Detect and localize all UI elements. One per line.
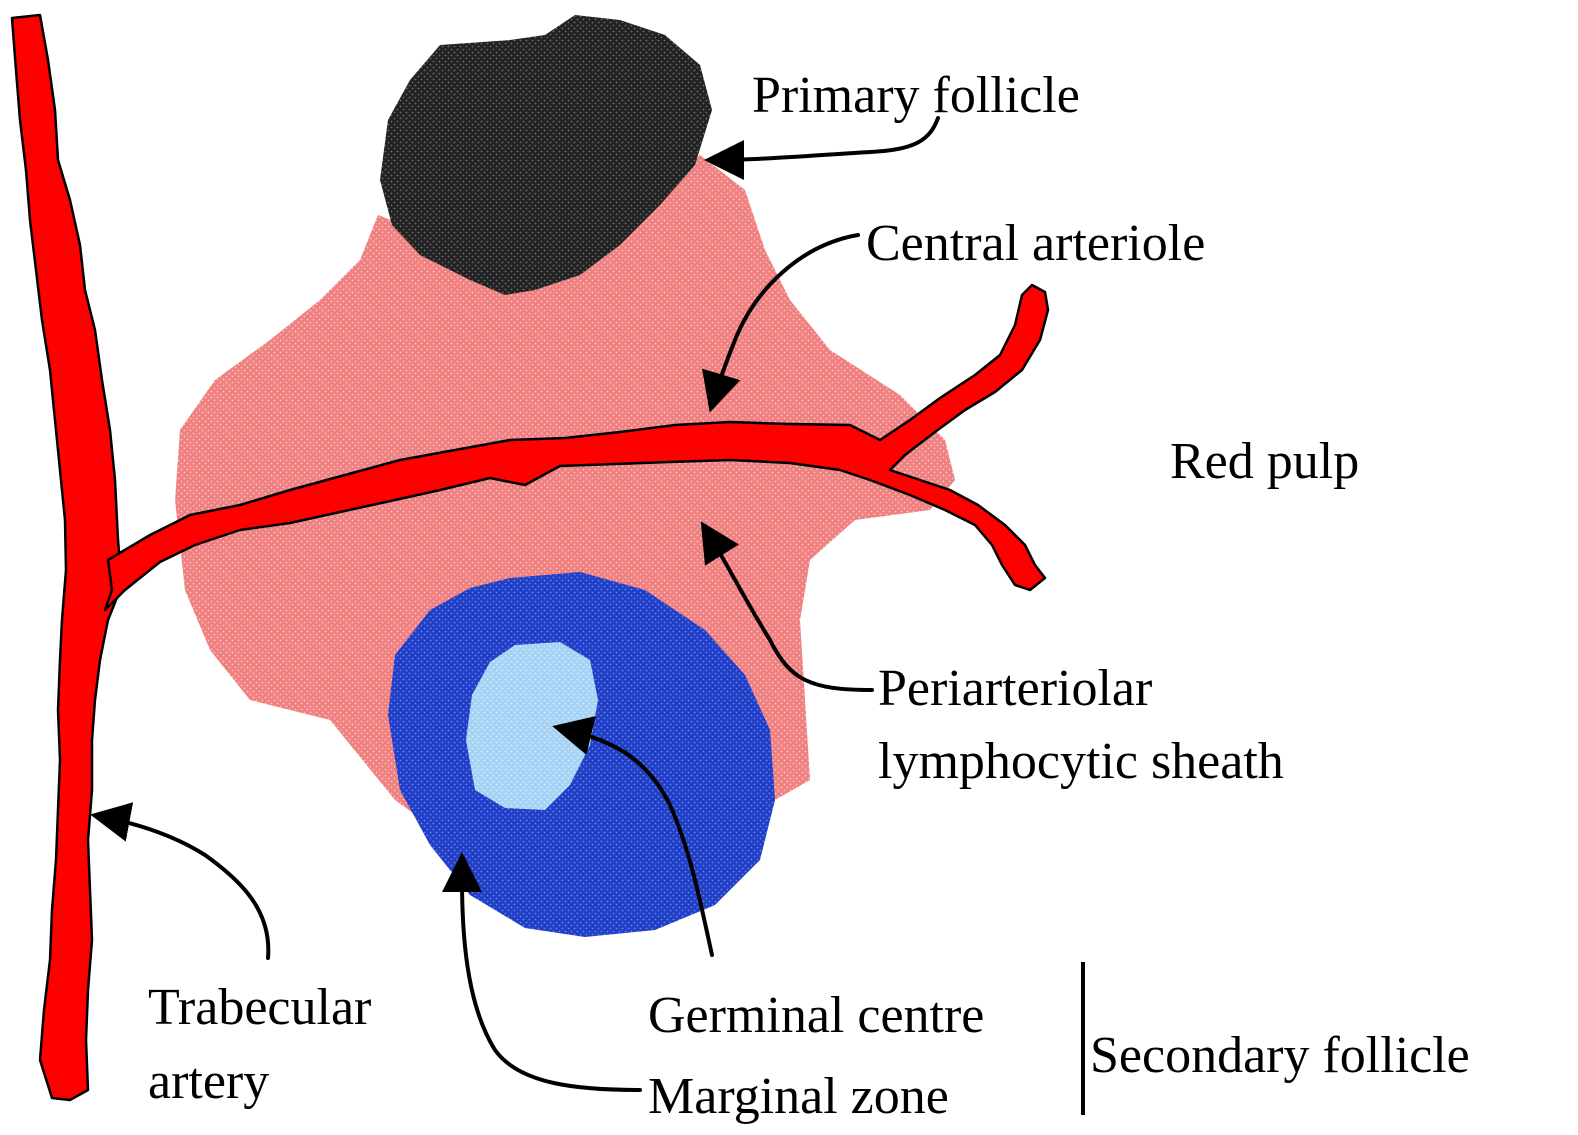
label-trabecular-line1: Trabecular: [148, 979, 371, 1036]
trabecular-artery: [12, 15, 122, 1100]
label-marginal-zone: Marginal zone: [648, 1068, 949, 1125]
label-pals-line1: Periarteriolar: [878, 660, 1152, 717]
label-red-pulp: Red pulp: [1170, 433, 1359, 490]
label-trabecular-line2: artery: [148, 1053, 269, 1110]
arrow-primary-follicle: [712, 118, 938, 160]
label-secondary-follicle: Secondary follicle: [1090, 1027, 1470, 1084]
label-central-arteriole: Central arteriole: [866, 215, 1205, 272]
label-primary-follicle: Primary follicle: [752, 67, 1080, 124]
label-germinal-centre: Germinal centre: [648, 987, 984, 1044]
trabecular-artery-shape: [12, 15, 122, 1100]
arrow-trabecular-artery: [98, 816, 268, 958]
label-pals-line2: lymphocytic sheath: [878, 733, 1284, 790]
